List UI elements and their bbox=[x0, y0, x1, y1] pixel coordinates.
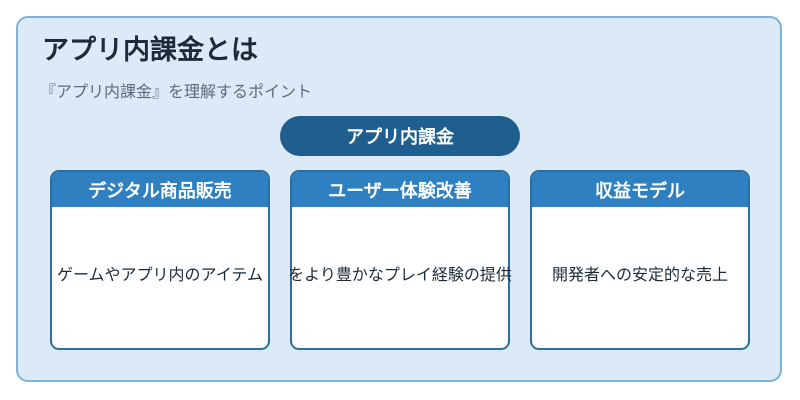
card-body: をより豊かなプレイ経験の提供 bbox=[288, 197, 512, 348]
card-user-experience: ユーザー体験改善 をより豊かなプレイ経験の提供 bbox=[288, 170, 512, 350]
card-header-label: 収益モデル bbox=[595, 180, 685, 202]
card-body-text: をより豊かなプレイ経験の提供 bbox=[288, 264, 512, 284]
center-topic-pill: アプリ内課金 bbox=[280, 116, 520, 156]
page-subtitle: 『アプリ内課金』を理解するポイント bbox=[40, 82, 313, 101]
card-body-text: 開発者への安定的な売上 bbox=[551, 264, 728, 284]
card-body: 開発者への安定的な売上 bbox=[532, 197, 748, 348]
card-header-label: デジタル商品販売 bbox=[88, 180, 232, 202]
card-header: デジタル商品販売 bbox=[52, 172, 268, 207]
card-header-label: ユーザー体験改善 bbox=[328, 180, 472, 202]
center-topic-label: アプリ内課金 bbox=[346, 127, 454, 148]
card-body: ゲームやアプリ内のアイテム bbox=[52, 197, 268, 348]
card-digital-sales: デジタル商品販売 ゲームやアプリ内のアイテム bbox=[50, 170, 270, 350]
card-body-text: ゲームやアプリ内のアイテム bbox=[57, 264, 263, 284]
card-revenue-model: 収益モデル 開発者への安定的な売上 bbox=[530, 170, 750, 350]
card-header: ユーザー体験改善 bbox=[292, 172, 508, 207]
page-title: アプリ内課金とは bbox=[42, 35, 258, 66]
card-header: 収益モデル bbox=[532, 172, 748, 207]
